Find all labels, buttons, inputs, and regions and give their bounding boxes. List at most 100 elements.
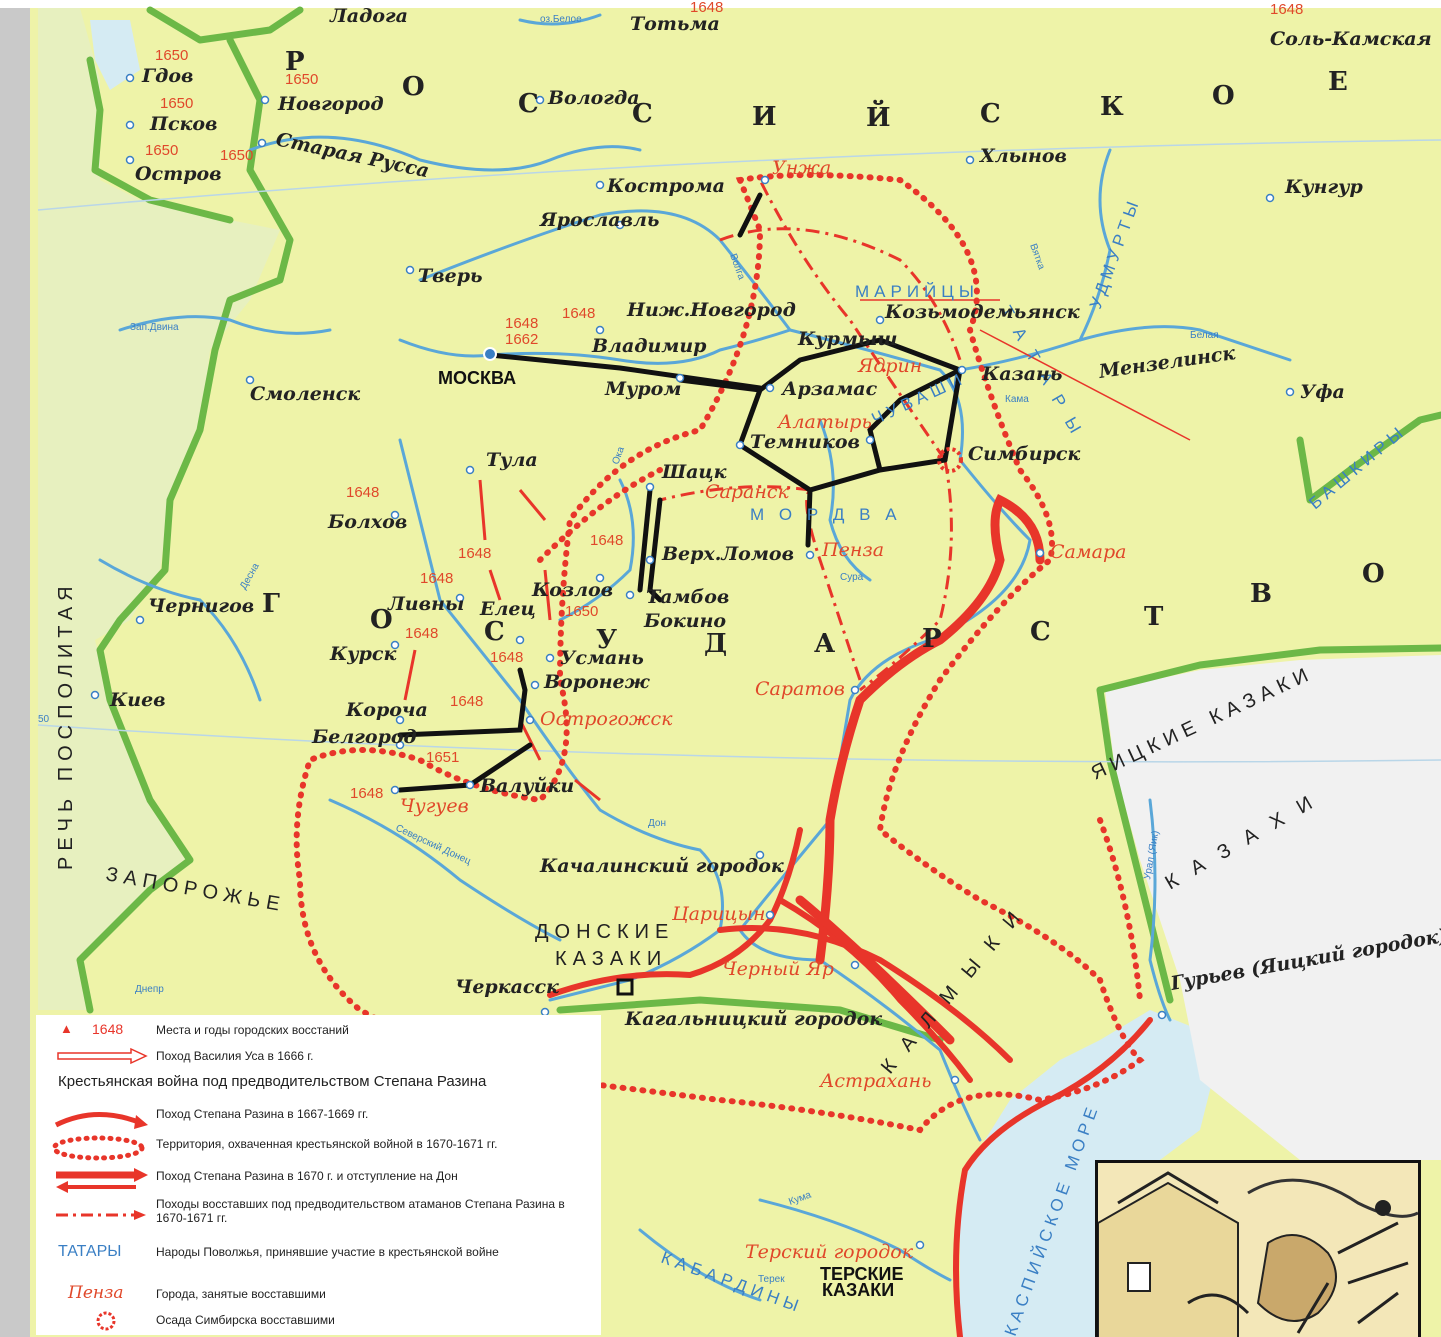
- city-kozlov: Козлов: [531, 579, 613, 601]
- city-kurmysh: Курмыш: [797, 328, 897, 350]
- city-khlynov: Хлынов: [979, 145, 1067, 167]
- bold-arrow-icon: [36, 1165, 156, 1193]
- empire-letter: Т: [1144, 602, 1164, 632]
- city-usman: Усмань: [560, 647, 644, 669]
- year-korocha: 1648: [450, 693, 483, 710]
- city-shatsk: Шацк: [661, 461, 727, 483]
- empire-letter: А: [814, 629, 835, 659]
- city-smolensk: Смоленск: [250, 383, 360, 405]
- legend-text: Походы восставших под предводительством …: [156, 1197, 565, 1225]
- river-dnepr: Днепр: [135, 984, 164, 995]
- river-zap-dvina: Зап.Двина: [130, 322, 179, 333]
- empire-letter: С: [632, 99, 653, 129]
- city-labels: Ладога Гдов Псков Остров Новгород Старая…: [109, 5, 1441, 1030]
- empire-letter: В: [1250, 579, 1272, 609]
- year-bolkhov: 1648: [346, 484, 379, 501]
- river-don: Дон: [648, 818, 666, 829]
- region-tersk-cossacks-2: КАЗАКИ: [822, 1280, 894, 1300]
- city-verkh-lomov: Верх.Ломов: [661, 543, 794, 565]
- taken-city-labels: Унжа Ядрин Алатырь Саранск Пенза Самара …: [400, 157, 1126, 1263]
- year-nizhny: 1648: [562, 305, 595, 322]
- city-ostrogozhsk: Острогожск: [540, 708, 673, 730]
- city-novgorod: Новгород: [277, 93, 384, 115]
- legend-text: Поход Василия Уса в 1666 г.: [156, 1049, 314, 1063]
- city-voronezh: Воронеж: [543, 671, 651, 693]
- year-elets-1: 1648: [458, 545, 491, 562]
- year-chuguev: 1648: [350, 785, 383, 802]
- map-legend: ▲ 1648 Места и годы городских восстаний …: [36, 1015, 601, 1335]
- gulf-water-north: [90, 20, 140, 90]
- uprising-territory: [293, 172, 1145, 1134]
- legend-text: Народы Поволжья, принявшие участие в кре…: [156, 1245, 499, 1259]
- city-valuyki: Валуйки: [479, 775, 574, 797]
- city-ufa: Уфа: [1300, 381, 1345, 403]
- year-valuyki: 1651: [426, 749, 459, 766]
- caspian-sea: [960, 1010, 1215, 1337]
- city-moskva: МОСКВА: [438, 368, 516, 388]
- region-don-cossacks-1: ДОНСКИЕ: [535, 921, 674, 943]
- legend-text: Города, занятые восставшими: [156, 1287, 326, 1301]
- city-kachalinsky-gorodok: Качалинский городок: [539, 855, 784, 877]
- empire-letter: О: [1362, 559, 1385, 589]
- empire-letter: Й: [866, 100, 891, 133]
- city-tambov: Тамбов: [646, 586, 729, 608]
- river-terek: Терек: [758, 1274, 785, 1285]
- year-sol-kamskaya: 1648: [1270, 1, 1303, 18]
- empire-letter: О: [1212, 81, 1235, 111]
- year-staraya-russa: 1650: [220, 147, 253, 164]
- ataman-routes: [659, 179, 962, 692]
- year-elets-2: 1648: [420, 570, 453, 587]
- moskva-marker: [483, 347, 497, 361]
- legend-text: Осада Симбирска восставшими: [156, 1313, 335, 1327]
- rivers: [98, 13, 1292, 1302]
- curved-arrow-icon: [36, 1103, 156, 1129]
- top-margin-strip: [0, 0, 1441, 8]
- city-simbirsk: Симбирск: [968, 443, 1080, 465]
- legend-text: Поход Степана Разина в 1667-1669 гг.: [156, 1107, 369, 1121]
- battle-illustration-inset: [1095, 1160, 1421, 1337]
- city-chuguev: Чугуев: [400, 795, 469, 817]
- city-chernigov: Чернигов: [148, 595, 254, 617]
- empire-letter: С: [1030, 617, 1051, 647]
- city-kursk: Курск: [329, 643, 397, 665]
- city-gdov: Гдов: [141, 65, 193, 87]
- vasily-us-route: [403, 479, 601, 802]
- city-ostrov: Остров: [135, 163, 222, 185]
- city-vladimir: Владимир: [591, 335, 707, 357]
- city-kostroma: Кострома: [606, 175, 725, 197]
- year-pskov: 1650: [160, 95, 193, 112]
- legend-text: Места и годы городских восстаний: [156, 1023, 349, 1037]
- city-livny: Ливны: [387, 593, 464, 615]
- city-samara: Самара: [1050, 541, 1126, 563]
- empire-letter: Р: [285, 47, 305, 77]
- empire-letter: К: [1100, 92, 1124, 122]
- year-voronezh: 1648: [490, 649, 523, 666]
- empire-letter: Г: [262, 589, 280, 619]
- year-totma: 1648: [690, 0, 723, 16]
- city-ladoga: Ладога: [329, 5, 408, 27]
- city-temnikov: Темников: [750, 431, 860, 453]
- siege-ring-icon: [36, 1309, 156, 1331]
- legend-item: Поход Василия Уса в 1666 г.: [36, 1045, 586, 1067]
- empire-letter: Д: [704, 629, 727, 659]
- year-kozlov-1: 1648: [590, 532, 623, 549]
- city-kiev: Киев: [109, 689, 166, 711]
- people-mordva: М О Р Д В А: [750, 505, 902, 524]
- city-tsaritsyn: Царицын: [671, 903, 766, 925]
- empire-letter: С: [484, 617, 505, 647]
- legend-sample-city: Пенза: [68, 1283, 124, 1303]
- city-kozmodemyansk: Козьмодемьянск: [884, 301, 1080, 323]
- city-totma: Тотьма: [630, 13, 720, 35]
- parallel-60: [37, 139, 1441, 211]
- latitude-label: 50: [38, 714, 50, 725]
- left-margin-strip: [0, 0, 30, 1337]
- legend-item: Осада Симбирска восставшими: [36, 1309, 586, 1331]
- city-cherny-yar: Черный Яр: [722, 958, 834, 980]
- uprising-symbol-icon: ▲ 1648: [60, 1021, 124, 1037]
- city-korocha: Короча: [345, 699, 428, 721]
- razin-1667-routes: [547, 827, 1153, 1337]
- city-kagalnitsky-gorodok: Кагальницкий городок: [624, 1008, 882, 1030]
- city-yaroslavl: Ярославль: [539, 209, 659, 231]
- year-moskva-2: 1662: [505, 331, 538, 348]
